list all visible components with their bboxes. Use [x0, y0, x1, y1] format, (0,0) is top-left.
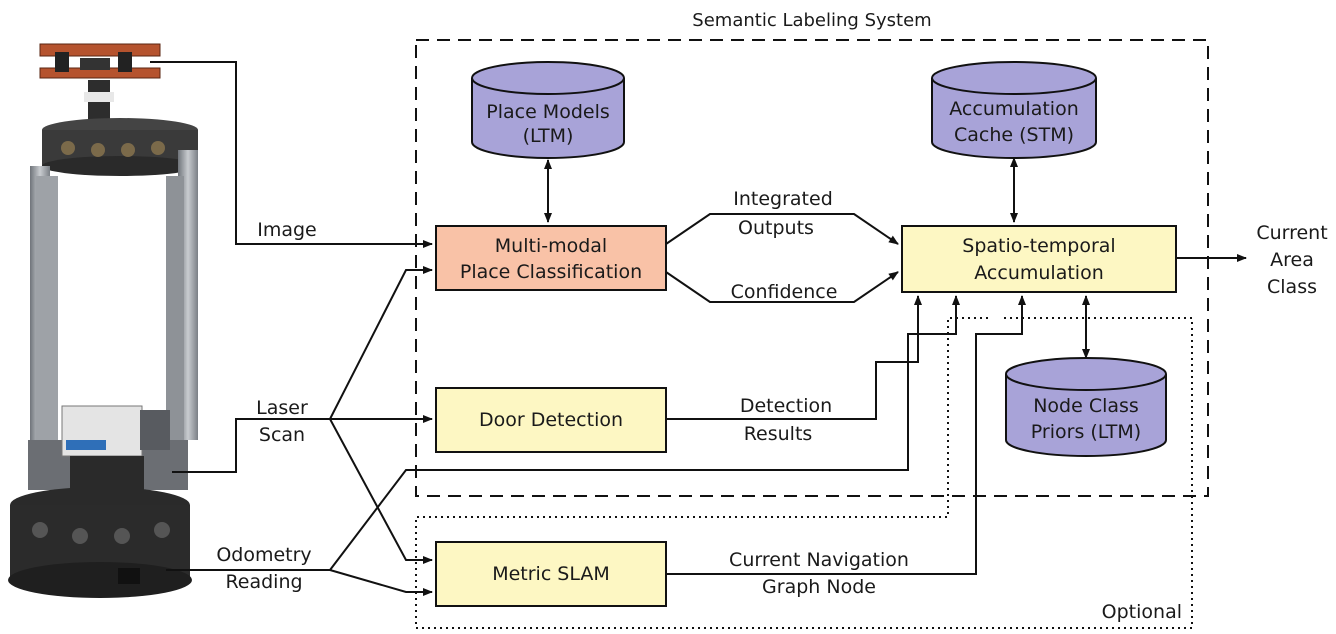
store-place-models: Place Models (LTM): [471, 61, 625, 159]
accumulation-label-line1: Spatio-temporal: [962, 235, 1115, 257]
module-door-detection: Door Detection: [435, 387, 667, 453]
navigation-node-label-line2: Graph Node: [762, 576, 876, 598]
confidence-connector: [665, 271, 899, 303]
laser-to-slam: [329, 418, 433, 564]
laser-scan-label-line1: Laser: [256, 397, 308, 419]
door-detection-label: Door Detection: [479, 409, 623, 431]
optional-label: Optional: [1102, 601, 1182, 623]
accumulation-cache-label-line1: Accumulation: [949, 98, 1078, 120]
place-classification-label-line1: Multi-modal: [495, 235, 607, 257]
optional-frame: [415, 317, 1193, 629]
semantic-labeling-system-frame: [415, 39, 1209, 497]
place-models-label-line1: Place Models: [486, 101, 610, 123]
output-label-line2: Area: [1270, 249, 1314, 271]
laser-sensor-connector: [172, 418, 330, 473]
image-connector: [150, 61, 433, 248]
accumulation-cache-label-line2: Cache (STM): [954, 124, 1074, 146]
navigation-node-label-line1: Current Navigation: [729, 549, 909, 571]
integrated-outputs-label-line2: Outputs: [738, 217, 814, 239]
place-classification-label-line2: Place Classification: [460, 261, 642, 283]
odometry-to-slam: [329, 569, 433, 596]
robot-illustration: [8, 43, 198, 598]
place-models-label-line2: (LTM): [523, 125, 574, 147]
detection-results-label-line2: Results: [744, 423, 813, 445]
output-label-line1: Current: [1256, 222, 1327, 244]
node-class-priors-label-line1: Node Class: [1033, 395, 1139, 417]
connections: [150, 61, 1247, 596]
odometry-to-accumulation: [329, 295, 960, 571]
module-spatio-temporal-accumulation: Spatio-temporal Accumulation: [901, 225, 1177, 293]
node-class-priors-label-line2: Priors (LTM): [1031, 421, 1141, 443]
detection-results-connector: [666, 295, 922, 420]
laser-scan-label-line2: Scan: [259, 424, 305, 446]
image-input-label: Image: [257, 219, 317, 241]
integrated-outputs-connector: [665, 213, 899, 245]
laser-to-classification: [329, 266, 433, 420]
navigation-node-connector: [666, 295, 1026, 575]
odometry-label-line1: Odometry: [216, 544, 311, 566]
system-title: Semantic Labeling System: [692, 10, 931, 31]
store-node-class-priors: Node Class Priors (LTM): [1005, 357, 1167, 457]
module-place-classification: Multi-modal Place Classification: [435, 225, 667, 291]
confidence-label: Confidence: [731, 281, 838, 303]
detection-results-label-line1: Detection: [740, 395, 832, 417]
odometry-label-line2: Reading: [225, 571, 302, 593]
accumulation-label-line2: Accumulation: [974, 262, 1103, 284]
store-accumulation-cache: Accumulation Cache (STM): [931, 61, 1097, 159]
integrated-outputs-label-line1: Integrated: [733, 188, 833, 210]
metric-slam-label: Metric SLAM: [492, 563, 610, 585]
output-label-line3: Class: [1267, 276, 1317, 298]
module-metric-slam: Metric SLAM: [435, 541, 667, 607]
